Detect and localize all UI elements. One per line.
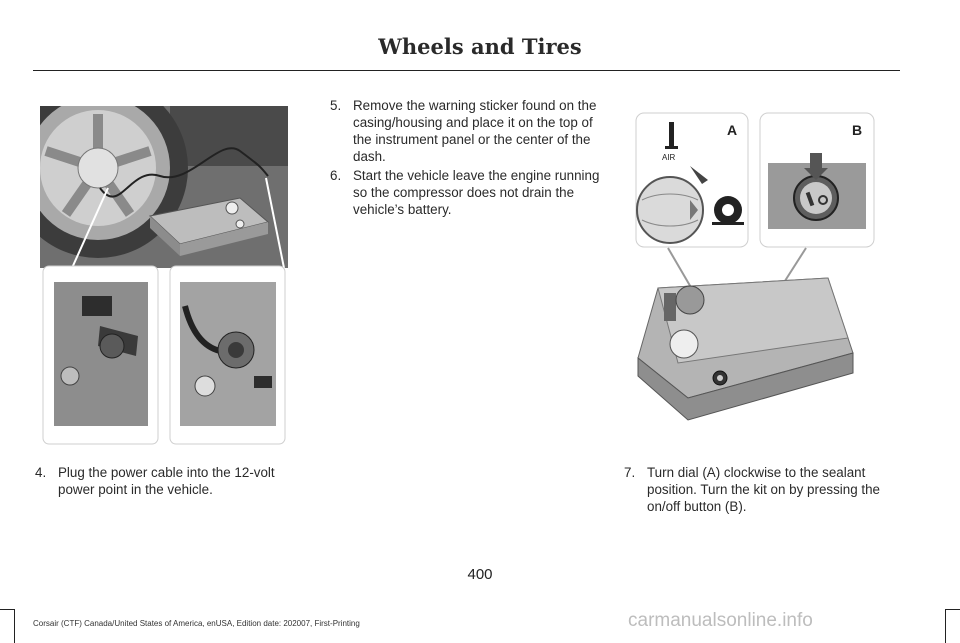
step-text: Start the vehicle leave the engine runni… (353, 168, 600, 217)
step-number: 6. (330, 168, 342, 183)
illustration-compressor-controls: A AIR B (635, 112, 875, 421)
crop-mark (0, 609, 15, 610)
step-text: Remove the warning sticker found on the … (353, 98, 597, 164)
step-6: 6. Start the vehicle leave the engine ru… (330, 167, 602, 218)
step-7: 7. Turn dial (A) clockwise to the sealan… (624, 464, 896, 515)
step-text: Turn dial (A) clockwise to the sealant p… (647, 465, 880, 514)
step-text: Plug the power cable into the 12-volt po… (58, 465, 275, 497)
air-label: AIR (662, 153, 676, 162)
crop-mark (945, 609, 960, 610)
step-number: 5. (330, 98, 342, 113)
step-number: 4. (35, 465, 47, 480)
label-a: A (727, 122, 737, 138)
step-number: 7. (624, 465, 636, 480)
header-divider (33, 70, 900, 71)
crop-mark (945, 609, 946, 643)
page-title: Wheels and Tires (378, 34, 582, 59)
illustration-power-cable (40, 106, 288, 445)
crop-mark (14, 609, 15, 643)
step-5: 5. Remove the warning sticker found on t… (330, 97, 602, 165)
page-number: 400 (467, 566, 493, 583)
step-4: 4. Plug the power cable into the 12-volt… (35, 464, 300, 498)
watermark: carmanualsonline.info (628, 610, 813, 631)
footer-edition: Corsair (CTF) Canada/United States of Am… (33, 619, 360, 628)
label-b: B (852, 122, 862, 138)
